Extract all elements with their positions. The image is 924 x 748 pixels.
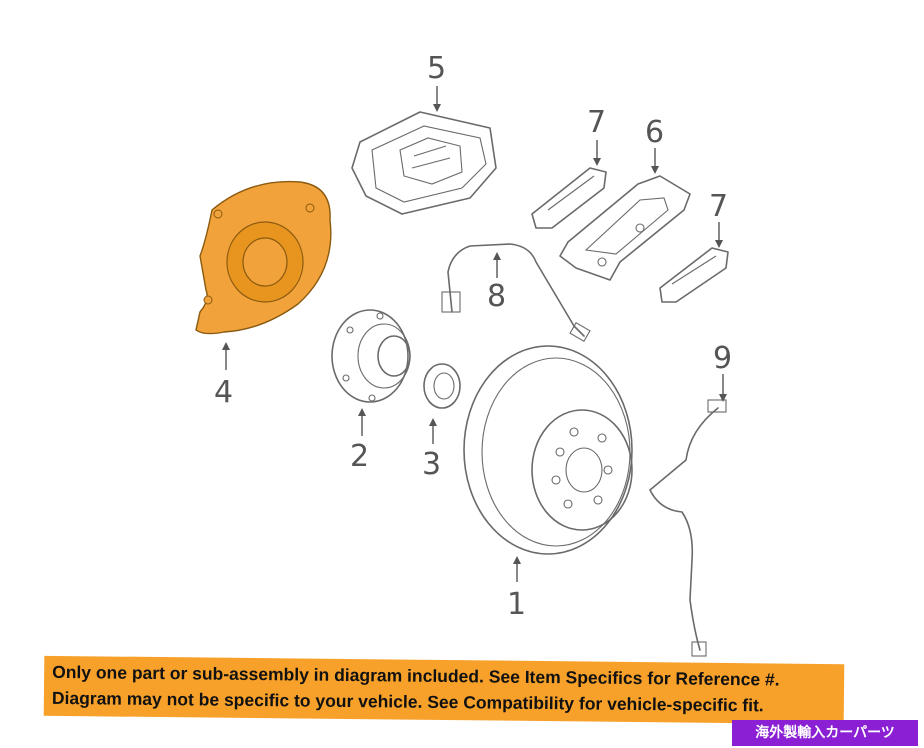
seal-part-3[interactable] [423,363,461,409]
callout-7-lower: 7 [709,189,728,224]
wear-sensor-part-8[interactable] [441,243,591,342]
leader-lines [222,86,727,582]
callout-6: 6 [645,115,664,150]
brake-rotor-part-1[interactable] [463,345,633,555]
watermark-badge: 海外製輸入カーパーツ [732,720,918,746]
brake-caliper-part-5[interactable] [351,111,497,215]
wheel-hub-part-2[interactable] [331,309,411,403]
caliper-bracket-part-6[interactable] [559,175,691,281]
callout-5: 5 [427,51,446,86]
callout-9: 9 [713,341,732,376]
brake-pad-part-7-lower[interactable] [659,247,729,303]
callout-8: 8 [487,279,506,314]
callout-3: 3 [422,447,441,482]
callout-1: 1 [507,587,526,622]
disclaimer-banner: Only one part or sub-assembly in diagram… [43,655,845,725]
callout-4: 4 [214,375,233,410]
callout-7-upper: 7 [587,105,606,140]
callout-2: 2 [350,439,369,474]
splash-shield-part-4[interactable] [195,180,332,335]
brake-pad-part-7-upper[interactable] [531,167,607,229]
abs-sensor-part-9[interactable] [649,399,727,657]
